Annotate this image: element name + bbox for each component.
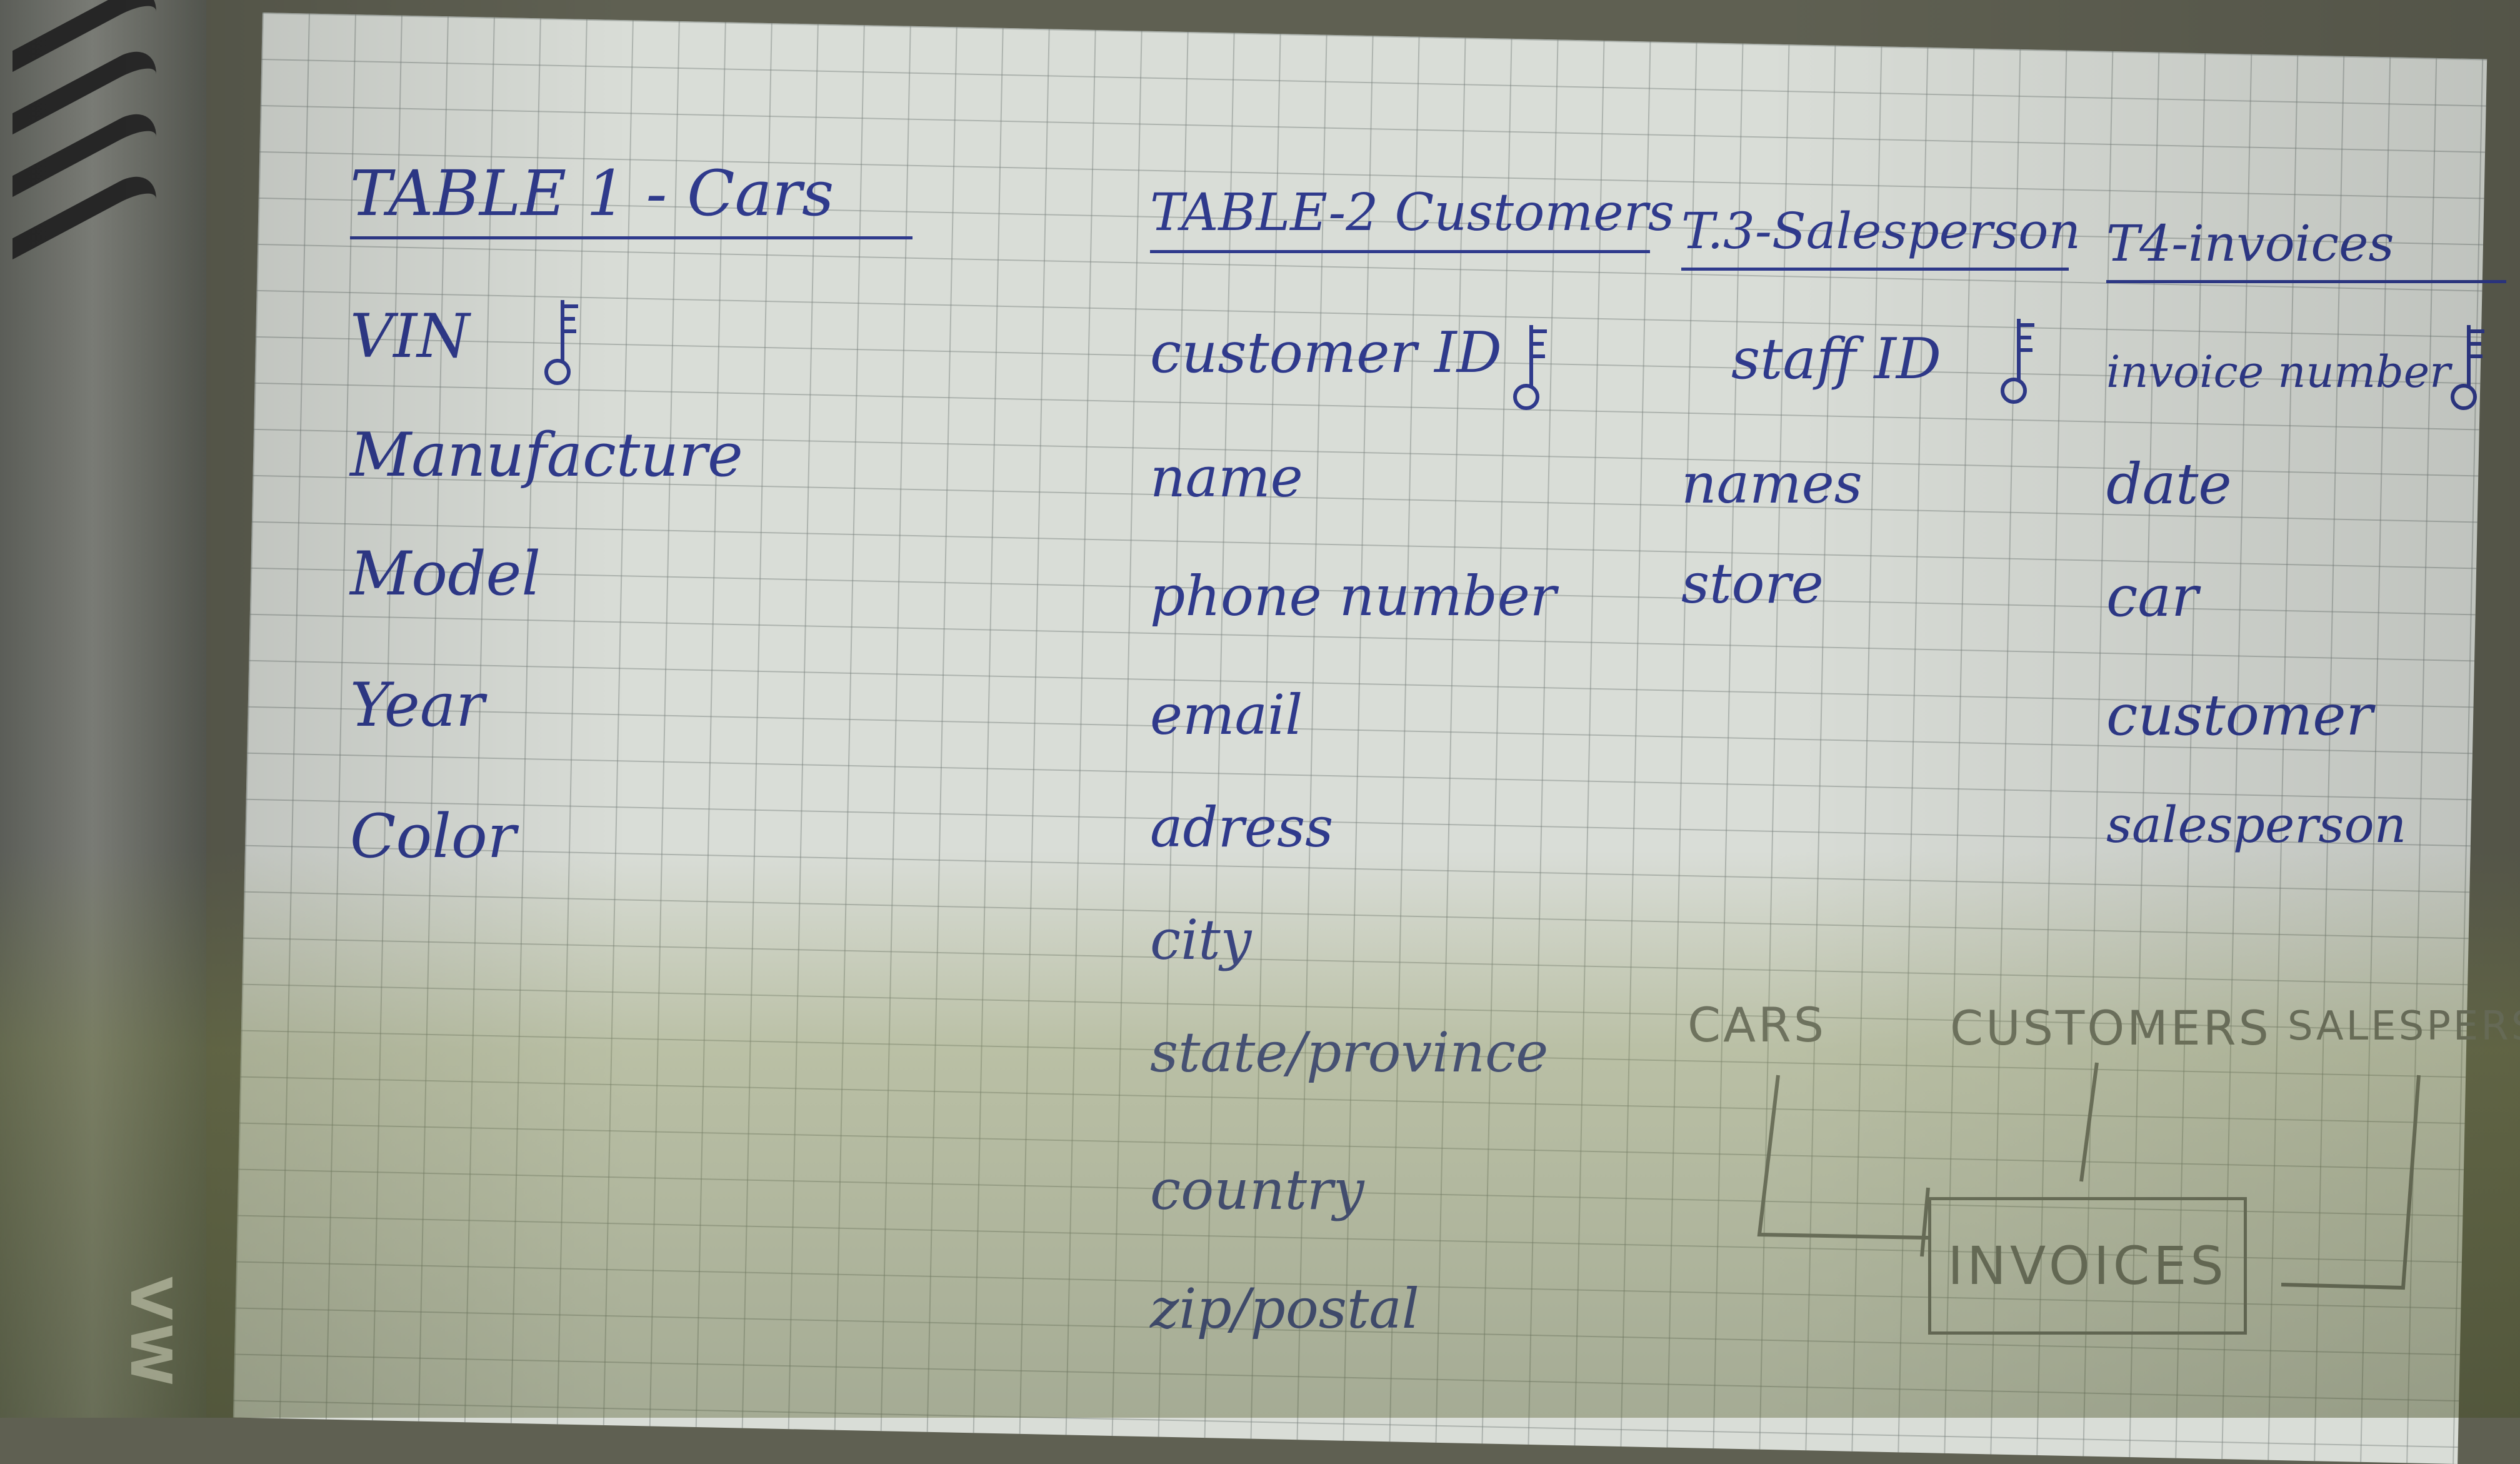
field-manufacture: Manufacture: [350, 420, 743, 490]
field-adress: adress: [1150, 795, 1334, 860]
entity-label-cars: CARS: [1688, 997, 1827, 1053]
entity-label-customers: CUSTOMERS: [1950, 1000, 2271, 1056]
relationship-lines: [1757, 1062, 2421, 1290]
field-vin: VIN: [350, 301, 470, 371]
primary-key-icon: [544, 300, 578, 385]
invoices-box-mark: [1920, 1187, 1930, 1257]
primary-key-icon: [1513, 325, 1547, 410]
cars-to-invoices-line: [1757, 1075, 1929, 1240]
invoices-entity-box: INVOICES: [1928, 1197, 2247, 1335]
field-country: country: [1150, 1158, 1364, 1222]
table-invoices: T4-invoices invoice number date car cust…: [2106, 219, 2506, 906]
field-phone-number: phone number: [1150, 564, 1556, 628]
table-customers: TABLE-2 Customers customer ID name phone…: [1150, 188, 1674, 1375]
field-names: names: [1681, 451, 1862, 516]
field-state-province: state/province: [1150, 1020, 1549, 1085]
customers-to-invoices-line: [2079, 1062, 2099, 1182]
field-email: email: [1150, 683, 1303, 747]
field-salesperson: salesperson: [2106, 796, 2407, 854]
table-cars: TABLE 1 - Cars VIN Manufacture Model Yea…: [350, 163, 912, 913]
notebook-spine: VW: [0, 0, 206, 1418]
table-salesperson: T.3-Salesperson staff ID names store: [1681, 206, 2081, 644]
salesperson-to-invoices-line: [2281, 1075, 2421, 1290]
field-date: date: [2106, 451, 2232, 517]
primary-key-icon: [2451, 325, 2484, 410]
field-staff-id: staff ID: [1731, 326, 1942, 392]
table-title: TABLE 1 - Cars: [350, 163, 912, 239]
field-year: Year: [350, 670, 484, 740]
field-store: store: [1681, 551, 1824, 616]
field-city: city: [1150, 908, 1252, 972]
field-name: name: [1150, 445, 1303, 509]
field-customer: customer: [2106, 683, 2373, 748]
field-color: Color: [350, 801, 516, 871]
primary-key-icon: [2001, 319, 2034, 404]
table-title: T.3-Salesperson: [1681, 206, 2081, 271]
table-title: T4-invoices: [2106, 219, 2506, 283]
entity-label-invoices: INVOICES: [1948, 1235, 2228, 1296]
field-customer-id: customer ID: [1150, 320, 1502, 386]
field-model: Model: [350, 539, 541, 609]
field-zip-postal: zip/postal: [1150, 1276, 1419, 1341]
table-title: TABLE-2 Customers: [1150, 188, 1674, 253]
field-car: car: [2106, 564, 2199, 629]
field-invoice-number: invoice number: [2106, 346, 2451, 398]
entity-label-salesperson: SALESPERSON: [2288, 1003, 2520, 1050]
